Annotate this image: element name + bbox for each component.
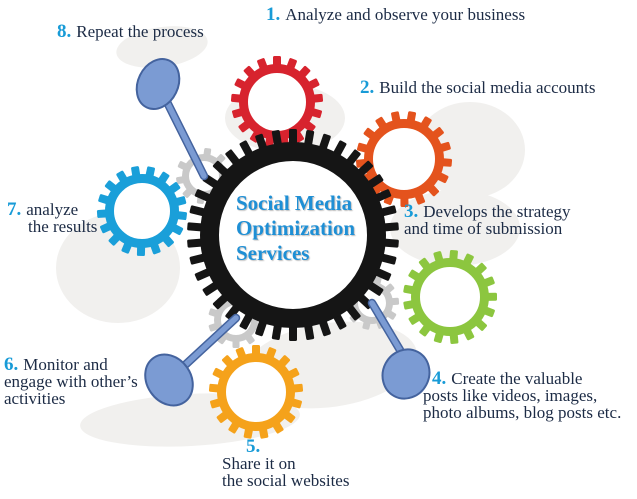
background-blob xyxy=(116,26,208,68)
step-text-5-line2: the social websites xyxy=(222,471,350,490)
step-label-3: 3.Develops the strategy and time of subm… xyxy=(404,201,571,238)
step-text-2: Build the social media accounts xyxy=(379,78,596,97)
orange-gear-step2 xyxy=(355,111,453,208)
background-blob xyxy=(390,190,520,266)
blue-gear-step7 xyxy=(96,166,187,257)
step-number-3: 3. xyxy=(404,201,419,222)
step-text-3: Develops the strategy xyxy=(423,202,571,221)
step-text-7-line2: the results xyxy=(28,217,98,236)
step-text-5-line1: Share it on xyxy=(222,454,296,473)
orange-gear-step5 xyxy=(208,345,304,439)
step-text-6-line3: activities xyxy=(4,389,66,408)
step-text-3-line2: and time of submission xyxy=(404,219,563,238)
step-label-8: 8.Repeat the process xyxy=(57,21,204,42)
step-text-6-line2: engage with other’s xyxy=(4,372,138,391)
step-number-4: 4. xyxy=(432,368,447,389)
step-text-1: Analyze and observe your business xyxy=(285,5,526,24)
step-number-7: 7. xyxy=(7,199,22,220)
step-label-6: 6.Monitor and engage with other’s activi… xyxy=(4,354,138,408)
center-title-line1: Social Media xyxy=(236,191,353,215)
green-gear-step3 xyxy=(403,249,498,345)
step-label-5: 5. Share it on the social websites xyxy=(222,436,350,490)
center-title-line3: Services xyxy=(236,241,310,265)
step-label-7: 7.analyze the results xyxy=(7,199,98,236)
step-number-2: 2. xyxy=(360,77,375,98)
step-text-7: analyze xyxy=(26,200,79,219)
step-text-4-line3: photo albums, blog posts etc. xyxy=(423,403,622,422)
step-text-4-line2: posts like videos, images, xyxy=(423,386,598,405)
black-center-gear xyxy=(187,129,399,341)
step-number-1: 1. xyxy=(266,4,281,25)
step-text-8: Repeat the process xyxy=(76,22,204,41)
center-title-line2: Optimization xyxy=(236,216,355,240)
pin-upper-left xyxy=(135,58,209,181)
step-label-2: 2.Build the social media accounts xyxy=(360,77,596,98)
step-text-6: Monitor and xyxy=(23,355,108,374)
step-number-6: 6. xyxy=(4,354,19,375)
step-number-8: 8. xyxy=(57,21,72,42)
step-label-4: 4.Create the valuable posts like videos,… xyxy=(423,368,622,422)
pin-lower-right xyxy=(367,298,431,400)
step-label-1: 1.Analyze and observe your business xyxy=(266,4,526,25)
step-number-5: 5. xyxy=(246,436,261,457)
step-text-4: Create the valuable xyxy=(451,369,583,388)
pin-lower-left xyxy=(144,313,241,407)
center-title: Social Media Optimization Services xyxy=(236,191,386,266)
